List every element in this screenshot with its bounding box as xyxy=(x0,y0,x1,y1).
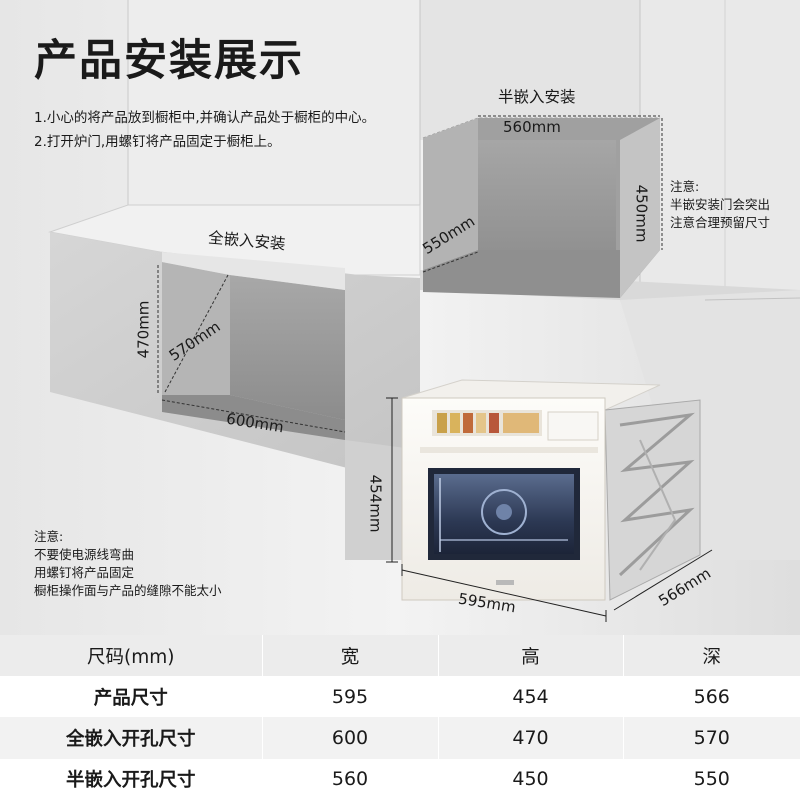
semi-install-label: 半嵌入安装 xyxy=(498,88,576,106)
semi-width-label: 560mm xyxy=(503,118,561,136)
cell-height: 450 xyxy=(438,758,624,800)
right-cabinet-face xyxy=(620,290,800,560)
instruction-2: 2.打开炉门,用螺钉将产品固定于橱柜上。 xyxy=(34,134,281,150)
cell-height: 454 xyxy=(438,676,624,718)
instruction-1: 1.小心的将产品放到橱柜中,并确认产品处于橱柜的中心。 xyxy=(34,110,376,126)
full-niche-top xyxy=(162,252,345,290)
header-height: 高 xyxy=(438,635,624,676)
full-dim-line-width xyxy=(161,399,346,433)
cell-depth: 566 xyxy=(623,676,800,718)
semi-niche-floor xyxy=(423,250,660,298)
full-dim-line-depth xyxy=(164,274,229,393)
semi-niche-right-wall xyxy=(620,118,660,298)
full-niche-left-wall xyxy=(162,262,230,395)
cell-depth: 570 xyxy=(623,717,800,759)
product-dim-line-depth xyxy=(613,549,713,611)
table-row: 产品尺寸 595 454 566 xyxy=(0,676,800,718)
oven-fan xyxy=(481,489,527,535)
full-height-label: 470mm xyxy=(134,300,153,359)
semi-height-label: 450mm xyxy=(632,184,651,243)
header-width: 宽 xyxy=(262,635,439,676)
oven-side-frame xyxy=(604,399,701,601)
cell-width: 600 xyxy=(262,717,439,759)
row-label: 全嵌入开孔尺寸 xyxy=(0,717,263,759)
oven-display-tile xyxy=(437,413,447,433)
installation-illustration xyxy=(0,0,800,635)
semi-note-line: 注意: xyxy=(670,179,700,194)
oven-display-tile xyxy=(450,413,460,433)
cell-height: 470 xyxy=(438,717,624,759)
page-title: 产品安装展示 xyxy=(34,36,304,86)
spec-table: 尺码(mm) 宽 高 深 产品尺寸 595 454 566 全嵌入开孔尺寸 60… xyxy=(0,635,800,800)
product-dim-line-width xyxy=(401,569,607,617)
oven-display-tile xyxy=(503,413,539,433)
full-niche-floor xyxy=(162,395,345,440)
installation-scene: 产品安装展示 1.小心的将产品放到橱柜中,并确认产品处于橱柜的中心。 2.打开炉… xyxy=(0,0,800,635)
oven-display-tile xyxy=(489,413,499,433)
oven-water-tank xyxy=(547,411,599,441)
row-label: 产品尺寸 xyxy=(0,676,263,718)
bottom-note-line: 不要使电源线弯曲 xyxy=(34,547,135,562)
oven-brand-mark xyxy=(496,580,514,585)
table-row: 全嵌入开孔尺寸 600 470 570 xyxy=(0,717,800,759)
bottom-note-line: 用螺钉将产品固定 xyxy=(34,565,135,580)
product-height-label: 454mm xyxy=(366,474,385,533)
semi-install-note: 注意: 半嵌安装门会突出 注意合理预留尺寸 xyxy=(670,178,770,232)
semi-note-line: 注意合理预留尺寸 xyxy=(670,215,771,230)
full-niche-back xyxy=(230,275,345,420)
cell-width: 560 xyxy=(262,758,439,800)
wall-panel-mid xyxy=(420,0,640,140)
semi-niche-left-wall xyxy=(423,118,478,270)
oven-display-tile xyxy=(463,413,473,433)
cabinet-edge xyxy=(704,297,800,301)
oven-frame-strut xyxy=(639,439,677,571)
header-depth: 深 xyxy=(623,635,800,676)
wall-panel-right xyxy=(640,0,800,290)
wall-panel-left xyxy=(128,0,420,205)
cell-width: 595 xyxy=(262,676,439,718)
bottom-note-line: 橱柜操作面与产品的缝隙不能太小 xyxy=(34,583,222,598)
header-size: 尺码(mm) xyxy=(0,635,263,676)
semi-niche-back-panel xyxy=(478,140,616,250)
oven-display-tile xyxy=(476,413,486,433)
row-label: 半嵌入开孔尺寸 xyxy=(0,758,263,800)
table-row: 半嵌入开孔尺寸 560 450 550 xyxy=(0,758,800,800)
bottom-note-line: 注意: xyxy=(34,529,64,544)
oven-frame-strut xyxy=(618,412,695,577)
bottom-note: 注意: 不要使电源线弯曲 用螺钉将产品固定 橱柜操作面与产品的缝隙不能太小 xyxy=(34,528,222,600)
lower-cabinet xyxy=(345,440,420,560)
cell-depth: 550 xyxy=(623,758,800,800)
oven-handle xyxy=(420,447,598,453)
table-header-row: 尺码(mm) 宽 高 深 xyxy=(0,635,800,676)
oven-fan-hub xyxy=(496,504,512,520)
semi-note-line: 半嵌安装门会突出 xyxy=(670,197,771,212)
